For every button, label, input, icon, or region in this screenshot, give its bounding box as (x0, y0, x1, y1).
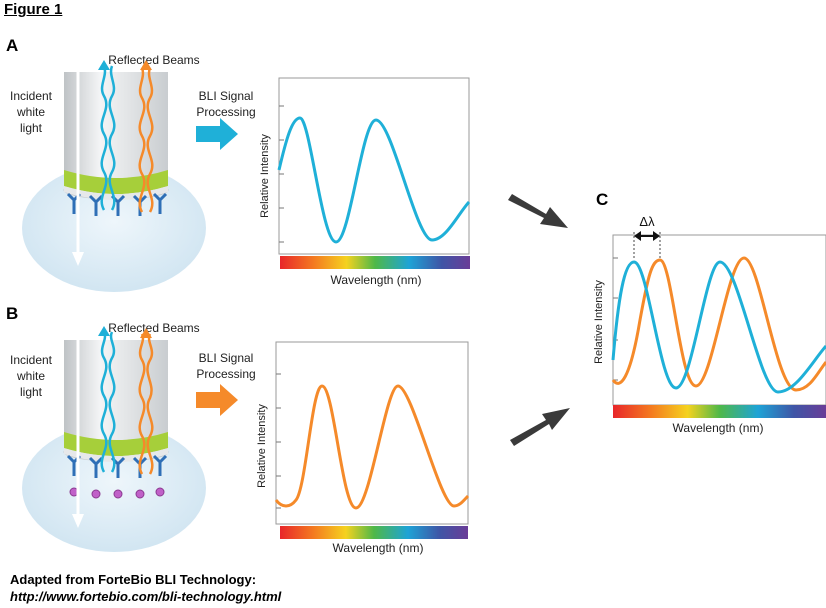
chart-b-curve-orange (274, 384, 470, 510)
incident-line-3: light (19, 121, 42, 135)
sensor-a (22, 60, 206, 292)
chart-c-xlabel: Wavelength (nm) (673, 421, 764, 435)
sensor-b (22, 326, 206, 552)
incident-line-1: Incident (9, 353, 53, 367)
chart-a-xlabel: Wavelength (nm) (331, 273, 422, 287)
chart-b-xlabel: Wavelength (nm) (333, 541, 424, 555)
panel-a-letter: A (6, 36, 19, 55)
chart-b-ticks (276, 373, 281, 509)
delta-lambda-label: Δλ (639, 214, 655, 229)
chart-b: Relative Intensity Wavelength (nm) (256, 341, 470, 555)
processing-line-1: BLI Signal (198, 89, 254, 103)
reflected-beam-blue-b (100, 331, 108, 473)
chart-c-curve-blue (611, 260, 826, 394)
reflected-beam-blue-a (100, 65, 108, 211)
incident-line-2: white (16, 105, 45, 119)
chart-a: Relative Intensity Wavelength (nm) (259, 77, 471, 287)
chart-c-spectrum-bar (613, 405, 826, 418)
chart-b-ylabel: Relative Intensity (256, 404, 268, 488)
chart-a-curve-blue (277, 116, 471, 244)
incident-line-3: light (19, 385, 42, 399)
panel-a-incident-label: Incident white light (0, 88, 62, 136)
process-arrow-a (196, 118, 238, 150)
chart-a-frame (278, 77, 470, 255)
reflected-beam-orange-b (138, 333, 146, 475)
figure-title: Figure 1 (4, 1, 63, 18)
process-arrow-b (196, 384, 238, 416)
processing-line-2: Processing (196, 367, 256, 381)
panel-c-letter: C (596, 190, 609, 209)
chart-b-spectrum-bar (280, 526, 468, 539)
arrow-a-to-c (508, 194, 568, 228)
incident-line-1: Incident (9, 89, 53, 103)
footer-url: http://www.fortebio.com/bli-technology.h… (10, 589, 282, 604)
panel-b-reflected-label: Reflected Beams (108, 321, 200, 335)
panel-b-incident-label: Incident white light (0, 352, 62, 400)
chart-a-ticks (279, 105, 284, 243)
chart-c-curve-orange (611, 256, 826, 392)
reflected-beam-orange-a (138, 67, 146, 213)
panel-b-processing-label: BLI Signal Processing (184, 350, 268, 382)
arrow-b-to-c (510, 408, 570, 446)
chart-a-spectrum-bar (280, 256, 470, 269)
panel-a-reflected-label: Reflected Beams (108, 53, 200, 67)
chart-a-ylabel: Relative Intensity (259, 134, 271, 218)
chart-c-ylabel: Relative Intensity (593, 280, 605, 364)
footer-credit: Adapted from ForteBio BLI Technology: (10, 572, 257, 587)
panel-a-processing-label: BLI Signal Processing (184, 88, 268, 120)
chart-b-frame (275, 341, 469, 525)
chart-c: Δλ Relative Intensity Wavelength (nm) (593, 214, 826, 435)
processing-line-2: Processing (196, 105, 256, 119)
panel-b-letter: B (6, 304, 19, 323)
bound-analyte-b (69, 487, 165, 499)
processing-line-1: BLI Signal (198, 351, 254, 365)
incident-line-2: white (16, 369, 45, 383)
